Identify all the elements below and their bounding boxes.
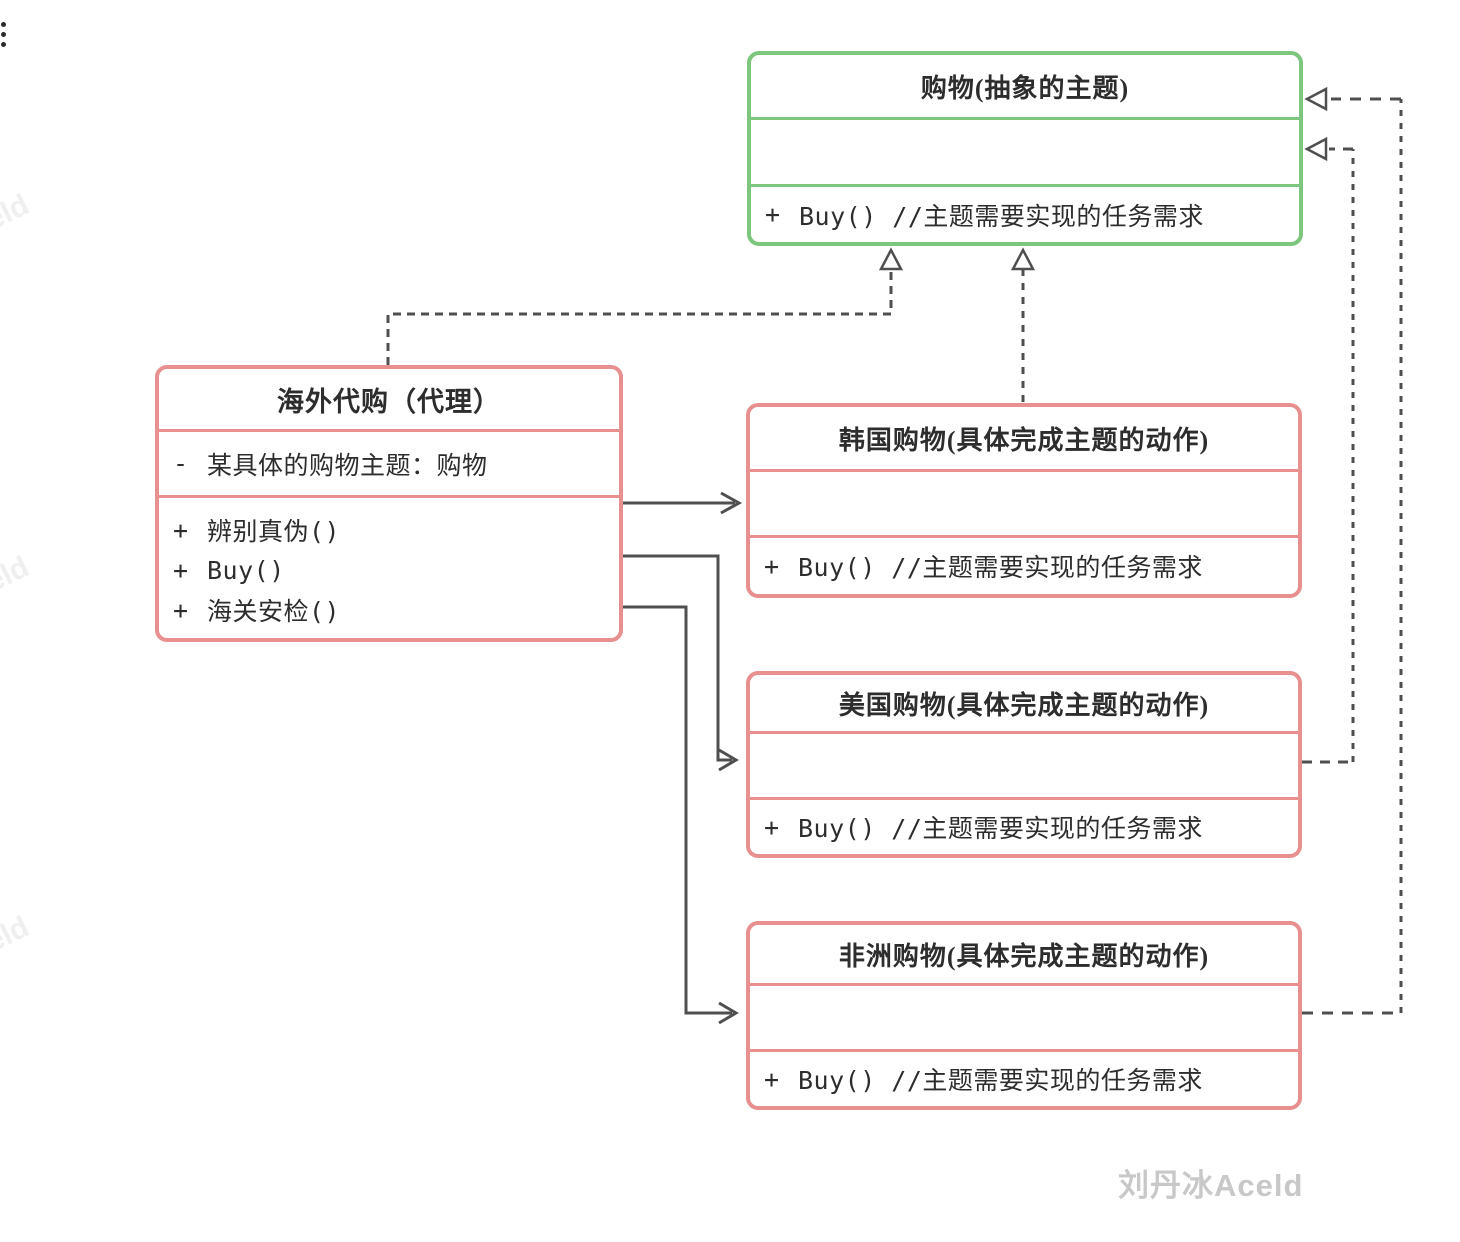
arrow-proxy-to-korea xyxy=(623,491,743,515)
class-methods: + Buy() //主题需要实现的任务需求 xyxy=(750,535,1298,594)
method-visibility: + xyxy=(173,595,189,625)
class-methods: + 辨别真伪() + Buy() + 海关安检() xyxy=(159,495,619,638)
method-visibility: + xyxy=(764,812,780,842)
class-attributes-empty xyxy=(750,469,1298,535)
method-text: Buy() //主题需要实现的任务需求 xyxy=(799,201,1204,231)
method-visibility: + xyxy=(173,515,189,545)
class-box-usa: 美国购物(具体完成主题的动作) + Buy() //主题需要实现的任务需求 xyxy=(746,671,1302,858)
method-text: Buy() //主题需要实现的任务需求 xyxy=(798,1066,1203,1095)
class-title: 非洲购物(具体完成主题的动作) xyxy=(838,941,1210,971)
arrow-proxy-to-abstract xyxy=(386,247,904,365)
arrow-korea-to-abstract xyxy=(1010,247,1036,402)
method-text: Buy() //主题需要实现的任务需求 xyxy=(798,814,1203,843)
method-line: + Buy() //主题需要实现的任务需求 xyxy=(751,197,1299,233)
attribute-visibility: - xyxy=(173,449,189,478)
kebab-dot xyxy=(1,32,6,37)
method-text: 海关安检() xyxy=(207,597,341,626)
class-title: 韩国购物(具体完成主题的动作) xyxy=(838,425,1210,455)
kebab-menu-icon[interactable] xyxy=(0,22,10,56)
method-visibility: + xyxy=(173,555,189,585)
method-text: 辨别真伪() xyxy=(207,517,341,546)
attribute-line: - 某具体的购物主题：购物 xyxy=(159,446,619,482)
class-box-korea: 韩国购物(具体完成主题的动作) + Buy() //主题需要实现的任务需求 xyxy=(746,403,1302,598)
method-line: + Buy() xyxy=(159,550,619,590)
class-methods: + Buy() //主题需要实现的任务需求 xyxy=(750,1049,1298,1106)
class-box-proxy: 海外代购（代理） - 某具体的购物主题：购物 + 辨别真伪() + Buy() … xyxy=(155,365,623,642)
class-methods: + Buy() //主题需要实现的任务需求 xyxy=(751,184,1299,242)
class-methods: + Buy() //主题需要实现的任务需求 xyxy=(750,797,1298,854)
author-watermark: 刘丹冰Aceld xyxy=(1118,1168,1304,1203)
method-line: + 辨别真伪() xyxy=(159,510,619,550)
method-line: + Buy() //主题需要实现的任务需求 xyxy=(750,809,1298,845)
class-attributes-empty xyxy=(751,117,1299,184)
class-attributes-empty xyxy=(750,983,1298,1049)
method-visibility: + xyxy=(764,1064,780,1094)
method-line: + Buy() //主题需要实现的任务需求 xyxy=(750,548,1298,584)
kebab-dot xyxy=(1,42,6,47)
attribute-text: 某具体的购物主题：购物 xyxy=(207,450,488,480)
method-visibility: + xyxy=(765,200,781,229)
arrow-usa-to-abstract xyxy=(1302,136,1355,764)
class-attributes-empty xyxy=(750,731,1298,797)
method-line: + 海关安检() xyxy=(159,590,619,630)
class-box-abstract-subject: 购物(抽象的主题) + Buy() //主题需要实现的任务需求 xyxy=(747,51,1303,246)
method-visibility: + xyxy=(764,551,780,581)
class-title: 海外代购（代理） xyxy=(277,386,501,417)
arrow-proxy-to-africa xyxy=(623,605,739,1025)
arrow-proxy-to-usa xyxy=(623,554,739,772)
class-box-africa: 非洲购物(具体完成主题的动作) + Buy() //主题需要实现的任务需求 xyxy=(746,921,1302,1110)
kebab-dot xyxy=(1,22,6,27)
arrow-africa-to-abstract xyxy=(1302,86,1403,1015)
class-title: 美国购物(具体完成主题的动作) xyxy=(838,690,1210,720)
method-line: + Buy() //主题需要实现的任务需求 xyxy=(750,1061,1298,1097)
class-attributes: - 某具体的购物主题：购物 xyxy=(159,429,619,495)
class-title: 购物(抽象的主题) xyxy=(920,73,1130,103)
method-text: Buy() //主题需要实现的任务需求 xyxy=(798,553,1203,582)
method-text: Buy() xyxy=(207,555,285,585)
